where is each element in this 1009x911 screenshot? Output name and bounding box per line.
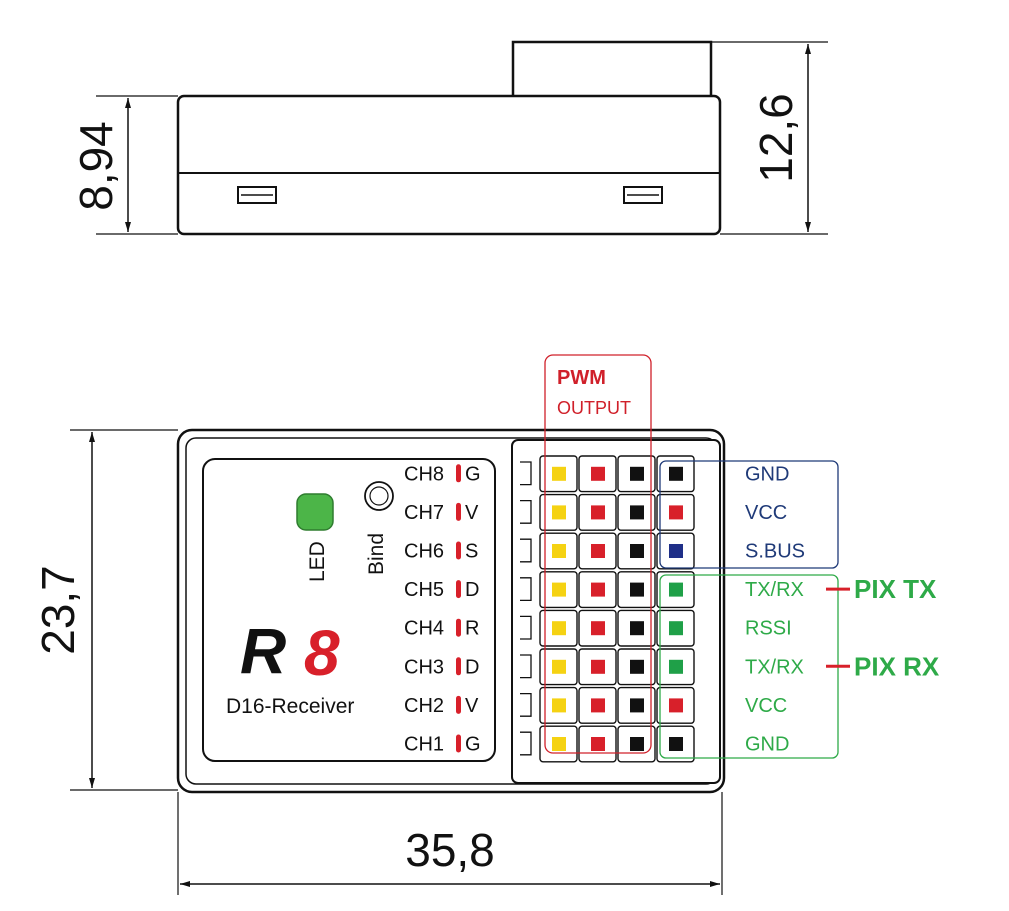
channel-label: CH5 bbox=[404, 579, 444, 601]
pin-label: S.BUS bbox=[745, 541, 805, 563]
led-label: LED bbox=[306, 541, 329, 582]
channel-marker bbox=[456, 580, 461, 599]
channel-label: CH4 bbox=[404, 618, 444, 640]
pix-connection-label: PIX TX bbox=[854, 574, 937, 604]
top-width-value: 35,8 bbox=[405, 824, 495, 876]
side-body bbox=[176, 94, 722, 236]
pin bbox=[669, 544, 683, 558]
channel-marker bbox=[456, 695, 461, 714]
pin bbox=[591, 505, 605, 520]
channel-function-letter: V bbox=[465, 695, 479, 717]
pin bbox=[591, 737, 605, 751]
pix-connection-label: PIX RX bbox=[854, 651, 940, 681]
pin bbox=[630, 544, 644, 558]
channel-marker bbox=[456, 734, 461, 753]
right-pin-labels: GND VCC S.BUS TX/RX PIX TX RSSI TX/RX PIX RX VCC… bbox=[745, 463, 940, 755]
channel-function-letter: D bbox=[465, 656, 479, 678]
pin bbox=[552, 505, 566, 520]
pin bbox=[591, 621, 605, 636]
pin-row-notch bbox=[520, 615, 532, 640]
pin bbox=[669, 466, 683, 481]
channel-function-letter: G bbox=[465, 734, 481, 756]
pin-grid bbox=[520, 455, 695, 763]
channel-label: CH1 bbox=[404, 734, 444, 756]
channel-function-letter: V bbox=[465, 502, 479, 524]
pin bbox=[552, 698, 566, 713]
pin bbox=[591, 659, 605, 674]
pin-row-notch bbox=[520, 461, 532, 486]
pin bbox=[630, 698, 644, 713]
channel-marker bbox=[456, 541, 461, 560]
channel-label: CH3 bbox=[404, 656, 444, 678]
pin-label: RSSI bbox=[745, 618, 792, 640]
channel-function-letter: G bbox=[465, 463, 481, 485]
pin-label: GND bbox=[745, 734, 789, 756]
total-height-value: 12,6 bbox=[750, 93, 802, 183]
pin bbox=[591, 466, 605, 481]
pin-row-notch bbox=[520, 692, 532, 717]
sbus-group-box bbox=[659, 460, 839, 569]
model-number: 8 bbox=[304, 617, 340, 689]
bind-button-inner bbox=[369, 486, 389, 506]
pin-label: GND bbox=[745, 463, 789, 485]
pin bbox=[630, 659, 644, 674]
top-height-value: 23,7 bbox=[32, 565, 84, 655]
pin bbox=[630, 505, 644, 520]
channel-marker bbox=[456, 464, 461, 483]
pin bbox=[630, 737, 644, 751]
channel-function-letter: R bbox=[465, 618, 479, 640]
channel-label: CH2 bbox=[404, 695, 444, 717]
pin-row-notch bbox=[520, 499, 532, 524]
model-letter: R bbox=[240, 615, 286, 687]
pin bbox=[669, 659, 683, 674]
channel-label: CH7 bbox=[404, 502, 444, 524]
pin bbox=[552, 544, 566, 558]
pin bbox=[552, 659, 566, 674]
pin-label: TX/RX bbox=[745, 579, 804, 601]
channel-label: CH8 bbox=[404, 463, 444, 485]
pin bbox=[552, 737, 566, 751]
pin-row-notch bbox=[520, 654, 532, 679]
side-height-value: 8,94 bbox=[70, 121, 122, 211]
pin-row-notch bbox=[520, 538, 532, 563]
pin bbox=[591, 582, 605, 597]
pin bbox=[591, 698, 605, 713]
pin bbox=[669, 698, 683, 713]
pwm-subtitle: OUTPUT bbox=[557, 398, 631, 418]
pin bbox=[552, 466, 566, 481]
pin bbox=[552, 582, 566, 597]
receiver-name: D16-Receiver bbox=[226, 695, 354, 718]
label-area bbox=[202, 458, 496, 762]
pin bbox=[669, 737, 683, 751]
pin-row-notch bbox=[520, 577, 532, 602]
pin bbox=[669, 505, 683, 520]
pin-label: TX/RX bbox=[745, 656, 804, 678]
side-view: 8,94 12,6 bbox=[70, 40, 828, 236]
channel-marker bbox=[456, 657, 461, 676]
pwm-title: PWM bbox=[557, 367, 606, 389]
channel-function-letter: D bbox=[465, 579, 479, 601]
pin-row-notch bbox=[520, 731, 532, 756]
side-antenna-block bbox=[511, 40, 713, 102]
pin bbox=[669, 621, 683, 636]
pin bbox=[630, 466, 644, 481]
pin-label: VCC bbox=[745, 695, 787, 717]
pin-label: VCC bbox=[745, 502, 787, 524]
pwm-output-box bbox=[544, 354, 652, 754]
pin bbox=[630, 582, 644, 597]
pin bbox=[630, 621, 644, 636]
pin bbox=[591, 544, 605, 558]
channel-marker bbox=[456, 618, 461, 637]
status-led bbox=[296, 493, 334, 531]
channel-marker bbox=[456, 502, 461, 521]
pin bbox=[669, 582, 683, 597]
pin bbox=[552, 621, 566, 636]
bind-label: Bind bbox=[365, 533, 388, 575]
channel-label: CH6 bbox=[404, 541, 444, 563]
channel-function-letter: S bbox=[465, 541, 478, 563]
